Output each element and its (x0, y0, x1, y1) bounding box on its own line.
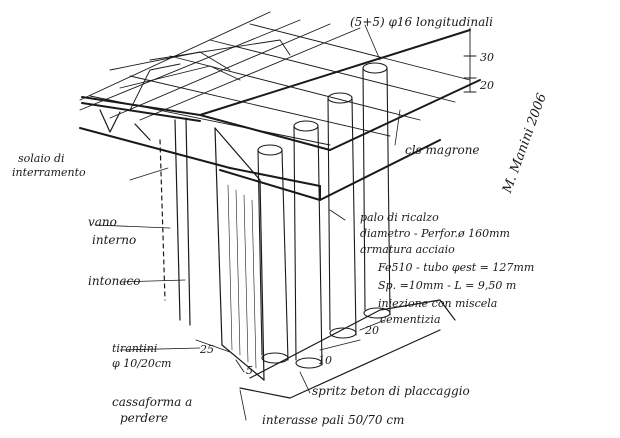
dim-10-label: 10 (318, 354, 332, 367)
piles (257, 62, 391, 369)
dimensions (195, 27, 477, 373)
intonaco-label: intonaco (88, 274, 141, 288)
ground-lines (239, 299, 456, 399)
spritz-label: spritz beton di placcaggio (312, 384, 470, 398)
tiranti-label-1: tirantini (112, 342, 158, 355)
interasse-label: interasse pali 50/70 cm (262, 413, 405, 427)
palo-line-1: palo di ricalzo (360, 211, 439, 224)
slab-grid (79, 11, 471, 146)
leaders (94, 24, 401, 421)
dim-20-right-label: 20 (365, 324, 379, 337)
palo-line-7: cementizia (380, 313, 441, 326)
slab-edges (79, 29, 481, 201)
dim-25-label: 25 (200, 343, 214, 356)
solaio-label-2: interramento (12, 166, 86, 179)
spritz-hatch (227, 184, 257, 369)
palo-line-5: Sp. =10mm - L = 9,50 m (378, 279, 517, 292)
cls-magrone-label: cls magrone (405, 143, 480, 157)
palo-line-3: armatura acciaio (360, 243, 455, 256)
cassaforma-label-2: perdere (120, 411, 169, 425)
vano-label-1: vano (88, 215, 117, 229)
cassaforma-label-1: cassaforma a (112, 395, 193, 409)
top-rebar-label: (5+5) φ16 longitudinali (350, 15, 493, 29)
palo-line-2: diametro - Perfor.ø 160mm (360, 227, 510, 240)
wall (99, 109, 265, 381)
dim-5-label: 5 (246, 364, 253, 377)
palo-line-4: Fe510 - tubo φest = 127mm (378, 261, 535, 274)
vano-label-2: interno (92, 233, 137, 247)
tiranti-label-2: φ 10/20cm (112, 357, 172, 370)
dim-20-top-label: 20 (480, 79, 494, 92)
solaio-label-1: solaio di (18, 152, 65, 165)
palo-line-6: iniezione con miscela (378, 297, 498, 310)
dim-30-label: 30 (480, 51, 494, 64)
